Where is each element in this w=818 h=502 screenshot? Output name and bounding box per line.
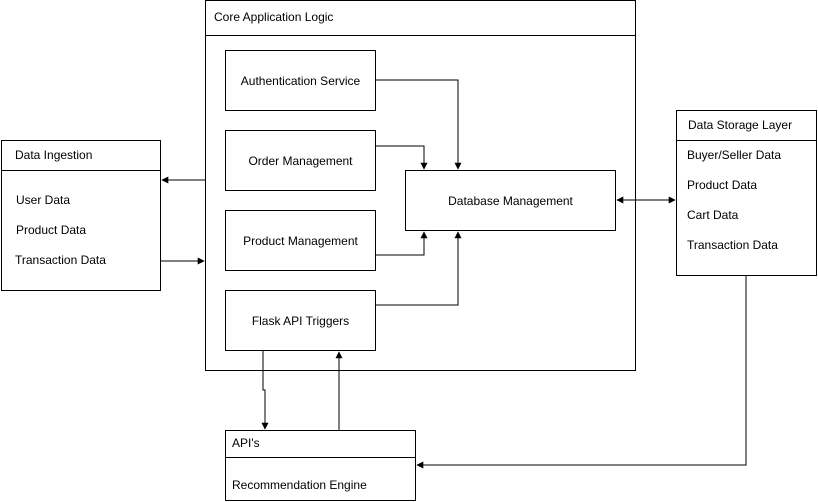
storage-item-buyer-seller-data: Buyer/Seller Data xyxy=(687,148,782,162)
product-management-label: Product Management xyxy=(243,233,358,248)
flask-api-triggers-box[interactable]: Flask API Triggers xyxy=(225,290,376,351)
core-application-logic-title: Core Application Logic xyxy=(214,10,334,24)
data-ingestion-title: Data Ingestion xyxy=(15,148,93,162)
authentication-service-label: Authentication Service xyxy=(240,73,361,88)
apis-container[interactable] xyxy=(225,430,416,501)
data-storage-layer-container[interactable] xyxy=(676,110,817,276)
database-management-box[interactable]: Database Management xyxy=(405,170,616,231)
ingestion-item-transaction-data: Transaction Data xyxy=(15,253,106,267)
ingestion-item-product-data: Product Data xyxy=(16,223,87,237)
product-management-box[interactable]: Product Management xyxy=(225,210,376,271)
apis-divider xyxy=(225,457,416,458)
flask-api-triggers-label: Flask API Triggers xyxy=(251,313,350,328)
ingestion-item-user-data: User Data xyxy=(16,193,71,207)
apis-item-recommendation-engine: Recommendation Engine xyxy=(232,478,367,492)
order-management-box[interactable]: Order Management xyxy=(225,130,376,191)
storage-item-transaction-data: Transaction Data xyxy=(687,238,778,252)
data-storage-divider xyxy=(676,140,817,141)
order-management-label: Order Management xyxy=(248,153,353,168)
core-title-divider xyxy=(205,35,636,36)
data-storage-layer-title: Data Storage Layer xyxy=(688,118,793,132)
data-ingestion-container[interactable] xyxy=(1,140,161,291)
database-management-label: Database Management xyxy=(448,193,573,208)
storage-item-product-data: Product Data xyxy=(687,178,758,192)
authentication-service-box[interactable]: Authentication Service xyxy=(225,50,376,111)
storage-item-cart-data: Cart Data xyxy=(687,208,739,222)
data-ingestion-divider xyxy=(1,170,161,171)
apis-title: API's xyxy=(232,436,260,450)
